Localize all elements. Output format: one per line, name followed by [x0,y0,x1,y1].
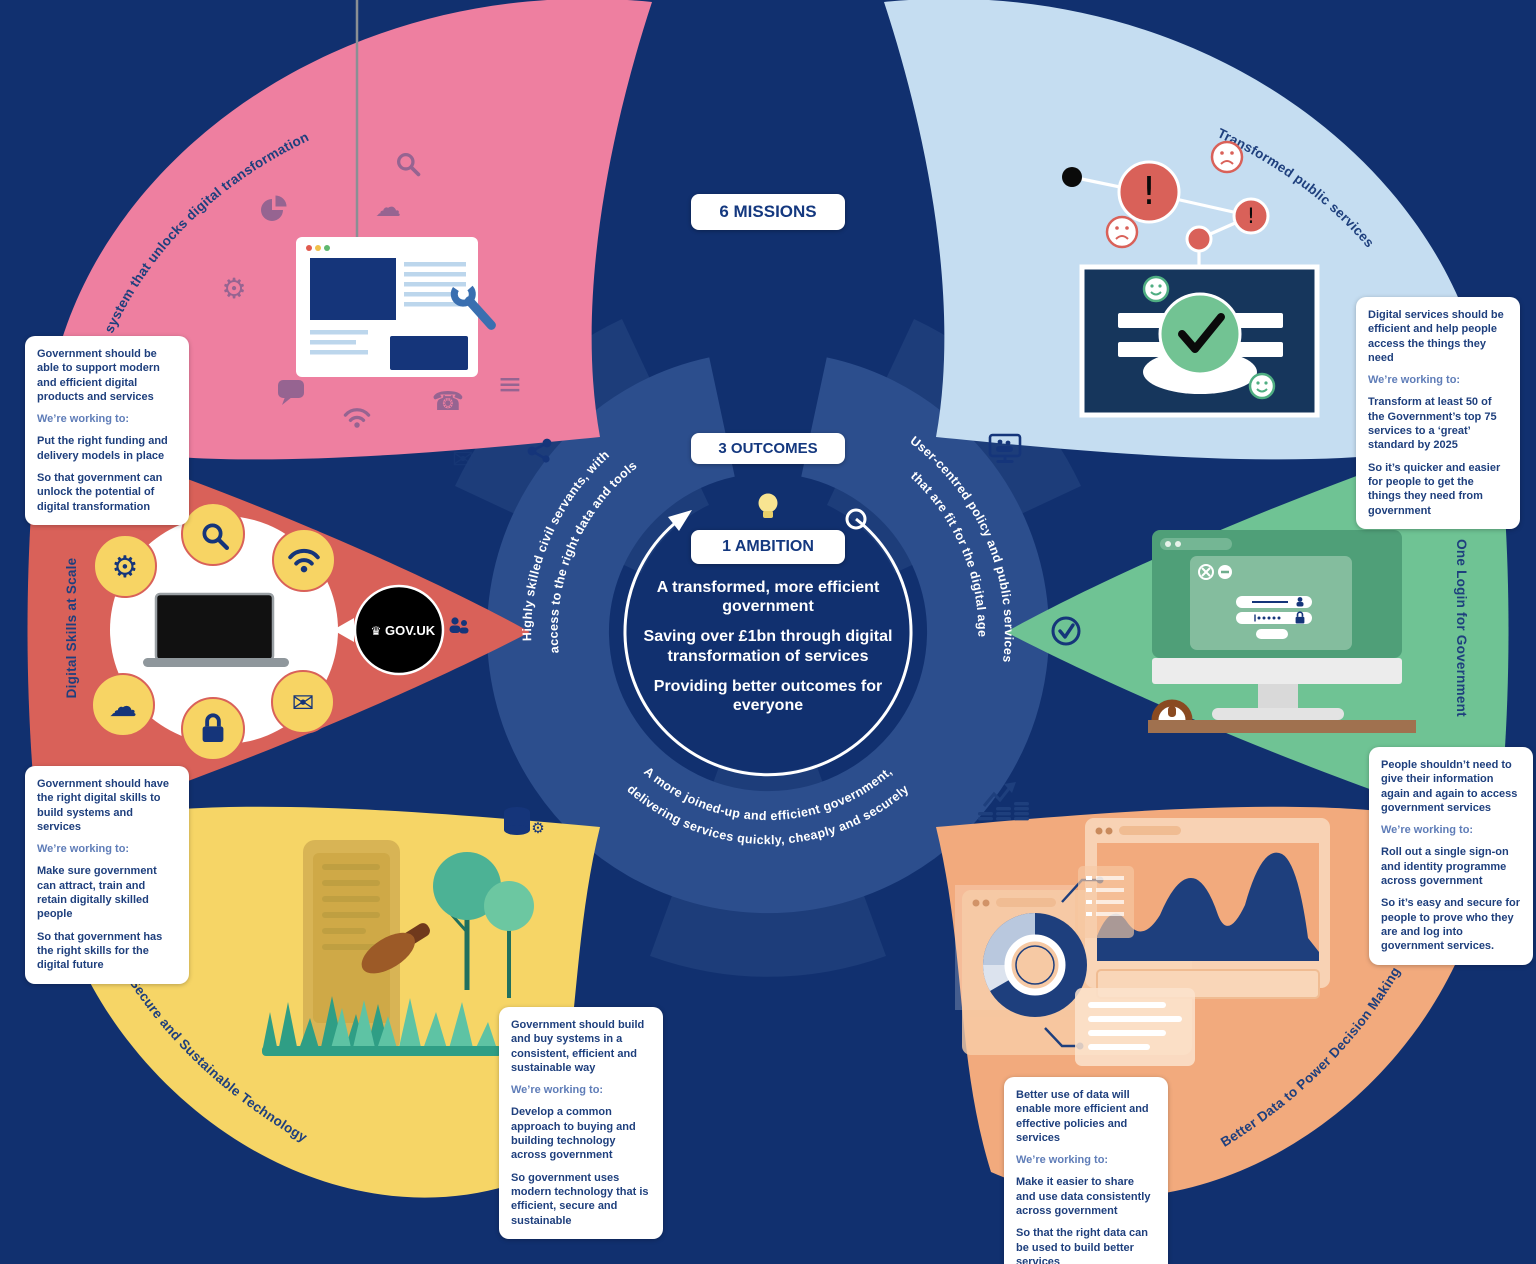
network-dot [1062,167,1082,187]
six-missions-badge: 6 MISSIONS [691,194,845,230]
database-icon: ⚙ [504,807,545,837]
govuk-label: GOV.UK [385,623,436,638]
callout-outcome: So it’s quicker and easier for people to… [1368,461,1501,517]
system-faded-icons: ☁ ⚙ ☎ ≡ ✉ [221,152,523,475]
gear-icon: ⚙ [112,550,139,585]
callout-working-label: We’re working to: [37,413,130,426]
three-outcomes-badge: 3 OUTCOMES [691,433,845,464]
mini-list-panel [1078,866,1134,938]
ambition-statements: A transformed, more efficient government… [636,578,900,726]
govuk-roundel: ♛ GOV.UK [333,584,445,676]
callout-action: Make it easier to share and use data con… [1016,1176,1151,1218]
callout-heading: Government should have the right digital… [37,778,170,833]
outcome-ring-band [487,357,1049,914]
callout-heading: People shouldn’t need to give their info… [1381,759,1518,814]
callout-action: Put the right funding and delivery model… [37,435,168,462]
left-arrow-icon [333,618,354,642]
callout-data: Better use of data will enable more effi… [1004,1077,1168,1264]
coins-growth-icon [978,782,1029,821]
system-illustration: ☁ ⚙ ☎ ≡ ✉ [221,0,553,475]
callout-outcome: So it’s easy and secure for people to pr… [1381,897,1520,953]
gear-icon: ⚙ [531,819,544,837]
technology-illustration: ⚙ [262,807,545,1056]
grass-illustration [262,996,502,1056]
callout-working-label: We’re working to: [1381,824,1474,837]
envelope-icon: ✉ [452,445,474,475]
services-illustration: ! ! [988,140,1320,463]
callout-outcome: So that government can unlock the potent… [37,472,163,513]
exclamation-icon: ! [1247,204,1255,228]
gear-icon: ⚙ [221,272,246,305]
petal-system [45,0,652,460]
login-form-illustration [1236,596,1312,639]
callout-working-label: We’re working to: [37,843,130,856]
envelope-icon: ✉ [292,688,315,719]
one-ambition-badge: 1 AMBITION [691,530,845,564]
ambition-line-1: A transformed, more efficient government [656,579,880,616]
callout-skills: Government should have the right digital… [25,766,189,984]
callout-outcome: So government uses modern technology tha… [511,1171,649,1227]
callout-action: Roll out a single sign-on and identity p… [1381,846,1509,888]
tool-illustration [361,923,430,974]
callout-working-label: We’re working to: [1016,1154,1109,1167]
check-badge [1158,292,1242,376]
callout-working-label: We’re working to: [1368,374,1461,387]
callout-action: Develop a common approach to buying and … [511,1106,636,1162]
laptop-illustration [143,592,289,667]
area-chart [1097,852,1319,961]
cloud-icon: ☁ [375,193,401,223]
phone-icon: ☎ [432,387,464,417]
crown-icon: ♛ [371,624,382,638]
network-red-dot [1185,225,1213,253]
tree-illustration [433,852,534,998]
menu-icon: ≡ [497,367,522,402]
callout-services: Digital services should be efficient and… [1356,297,1520,529]
callout-system: Government should be able to support mod… [25,336,189,525]
arrow-start-ring-icon [845,508,867,530]
ambition-line-3: Providing better outcomes for everyone [653,677,883,714]
ambition-circle-arrow [623,508,913,777]
callout-outcome: So that government has the right skills … [37,930,163,972]
close-circle-icon [1198,564,1214,580]
mission-label-login: One Login for Government [1454,539,1469,717]
skills-illustration: ⚙ ☁ ✉ ♛ GOV.UK [91,502,469,761]
browser-window-illustration [296,237,478,377]
callout-working-label: We’re working to: [511,1084,604,1097]
callout-action: Transform at least 50 of the Government’… [1368,396,1497,452]
callout-technology: Government should build and buy systems … [499,1007,663,1239]
text-lines-panel [1075,988,1195,1066]
angry-face-icon [1210,140,1244,174]
happy-face-icon [1248,372,1276,400]
service-screen-illustration [1079,264,1320,418]
callout-outcome: So that the right data can be used to bu… [1016,1227,1149,1264]
mouse-illustration [1151,699,1193,721]
callout-heading: Better use of data will enable more effi… [1016,1089,1149,1144]
petal-services [884,0,1491,460]
angry-face-icon [1105,215,1139,249]
exclamation-icon: ! [1141,169,1156,213]
data-illustration [955,782,1330,1066]
callout-heading: Government should be able to support mod… [37,348,160,403]
alert-circle-large [1117,160,1181,224]
callout-heading: Government should build and buy systems … [511,1019,645,1074]
phone-receipt-illustration [303,840,400,1052]
mission-label-skills: Digital Skills at Scale [64,557,79,698]
callout-action: Make sure government can attract, train … [37,865,157,921]
callout-login: People shouldn’t need to give their info… [1369,747,1533,965]
check-icon [1178,313,1225,353]
alert-network: ! ! [1062,140,1270,269]
arrowhead-icon [668,510,692,531]
callout-heading: Digital services should be efficient and… [1368,309,1504,364]
skills-icon-ring: ⚙ ☁ ✉ [91,502,336,761]
login-illustration [1148,530,1416,733]
alert-circle-small [1232,197,1270,235]
lightbulb-icon [758,493,778,518]
cloud-icon: ☁ [109,690,137,723]
donut-chart-illustration [983,913,1087,1017]
happy-face-icon [1142,275,1170,303]
ambition-line-2: Saving over £1bn through digital transfo… [643,628,893,665]
desk [1148,720,1416,733]
